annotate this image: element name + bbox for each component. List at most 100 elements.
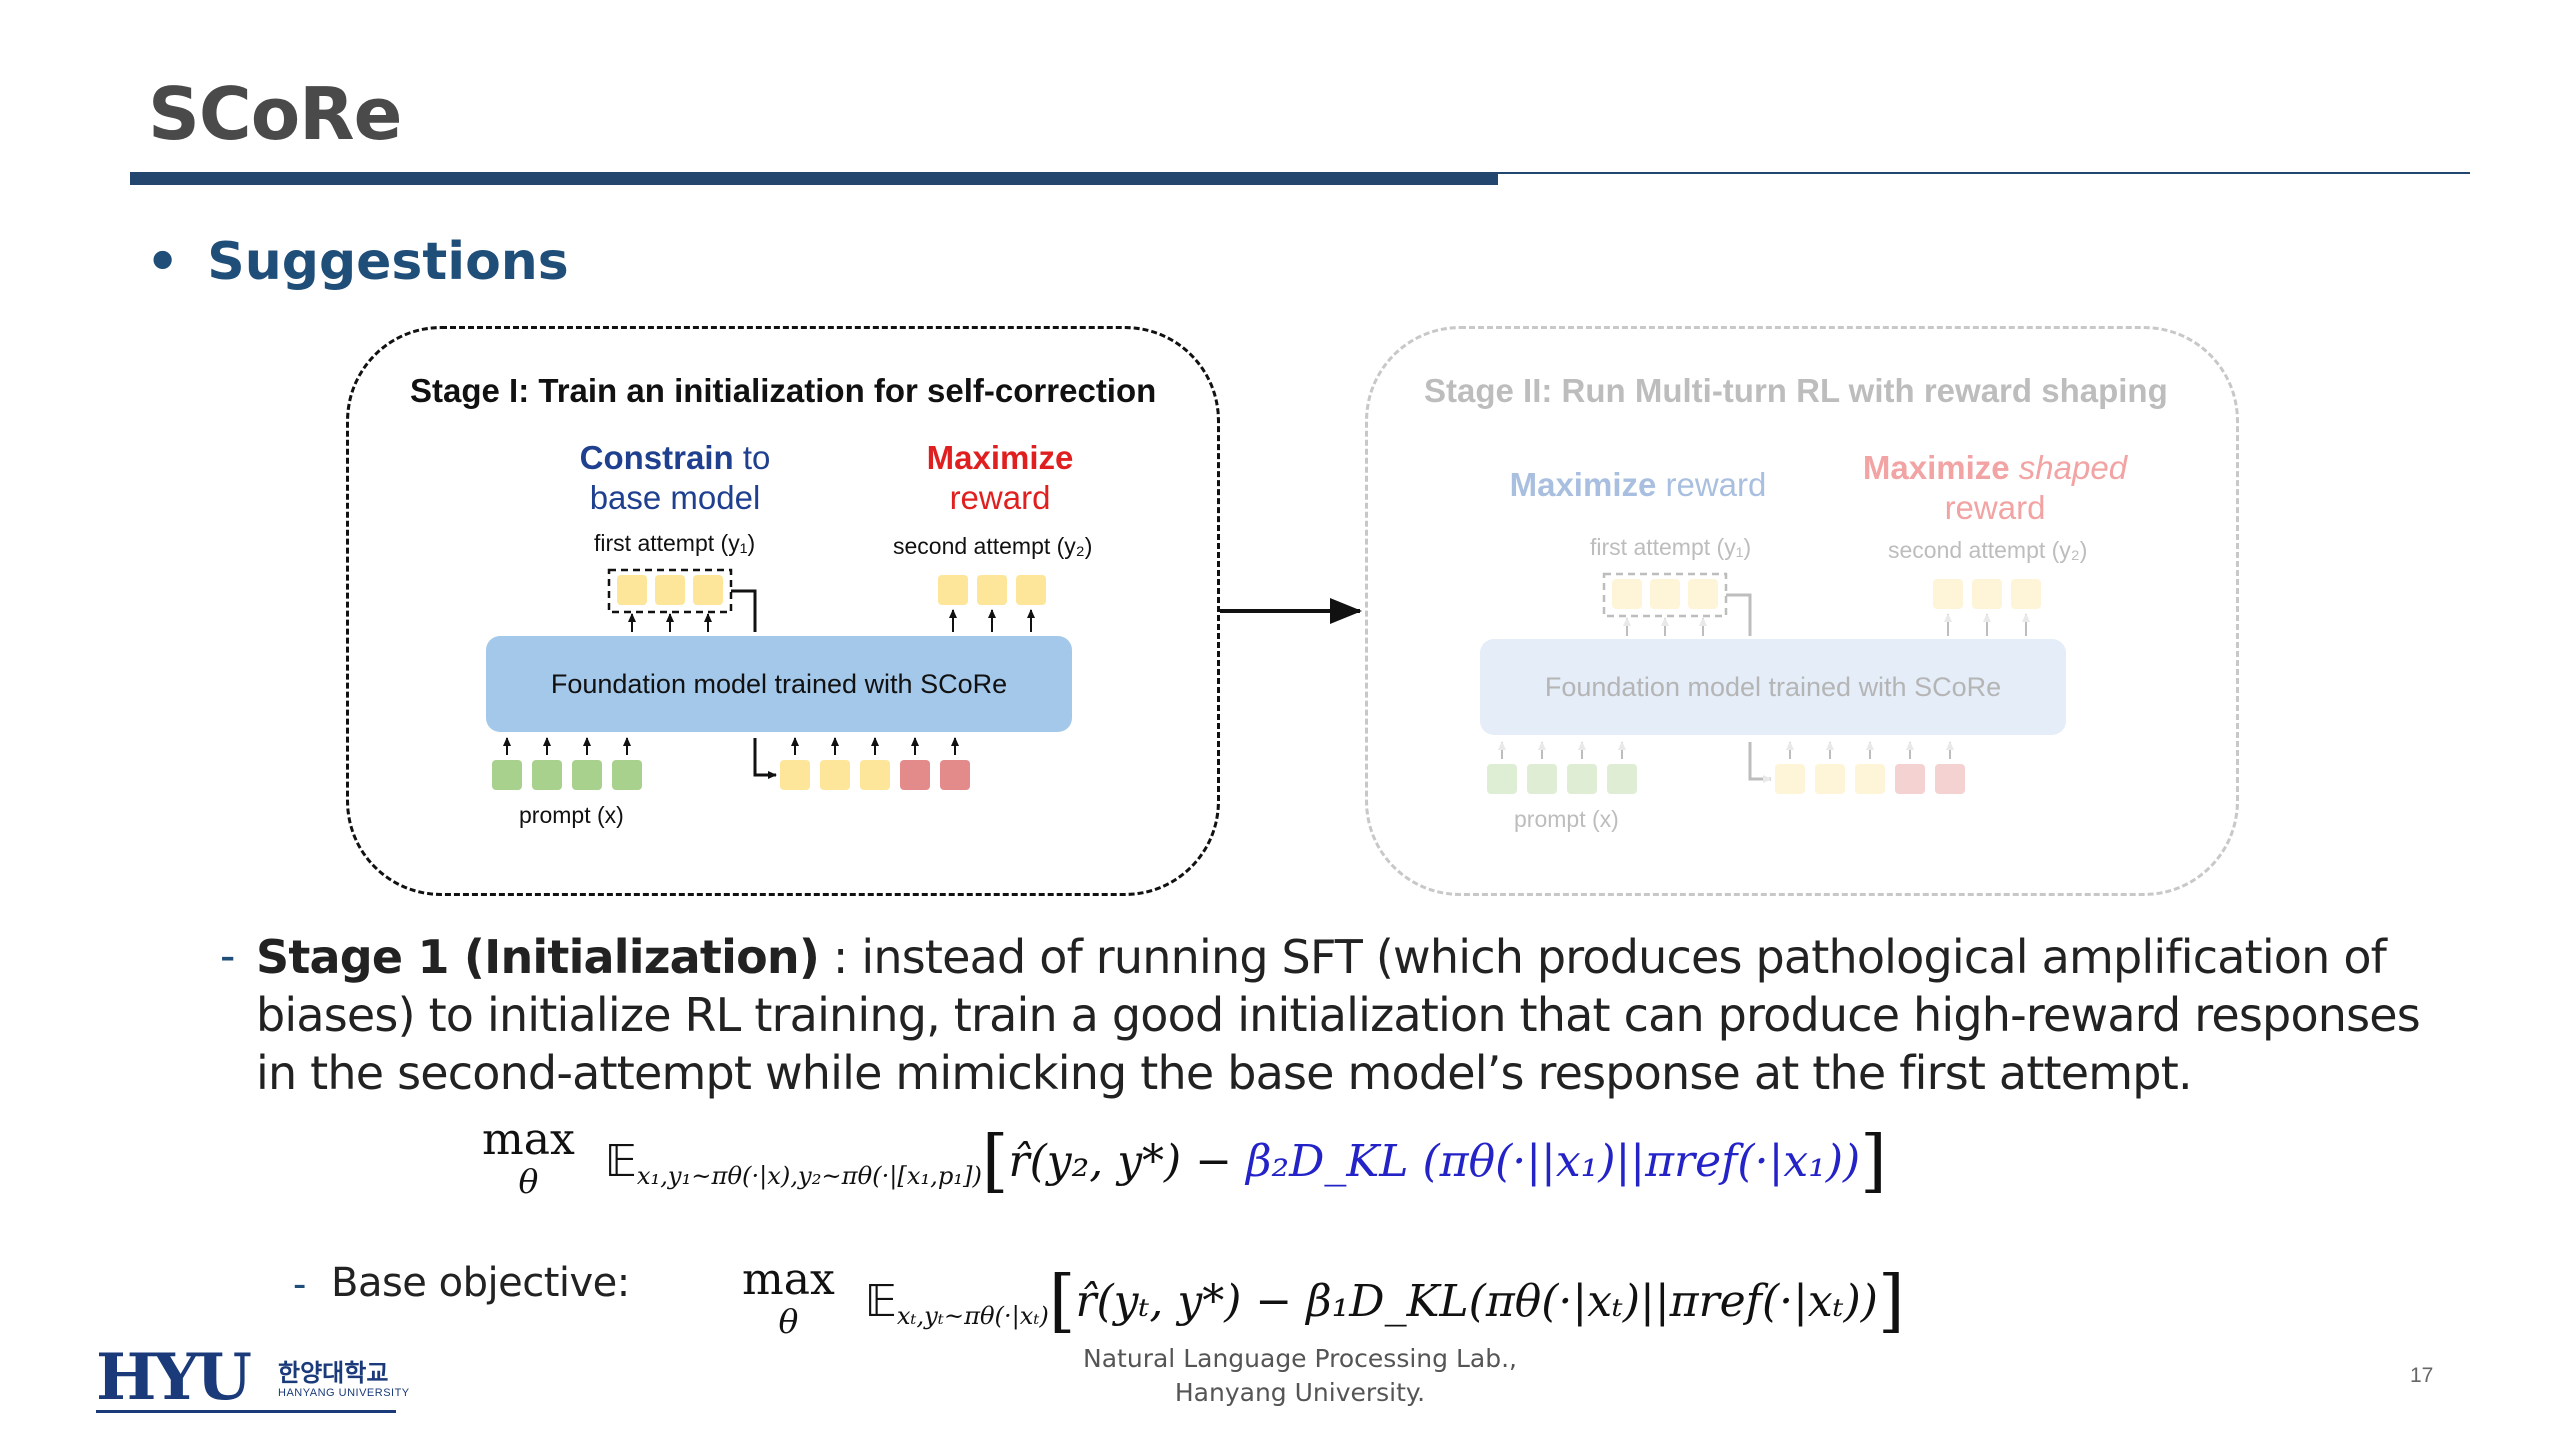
stage1-model-box: Foundation model trained with SCoRe <box>486 636 1072 732</box>
page-number: 17 <box>2410 1364 2434 1387</box>
logo-english: HANYANG UNIVERSITY <box>278 1387 410 1399</box>
title-rule-thick <box>130 172 1498 185</box>
stage2-left-rest: reward <box>1656 466 1767 503</box>
s1-first-attempt-frame <box>607 568 733 614</box>
s2-first-token <box>1650 579 1680 609</box>
s2-first-attempt-frame <box>1602 572 1728 618</box>
stage2-right-label: Maximize shaped reward <box>1855 448 2135 528</box>
formula1-kl: β₂D_KL (πθ(·||x₁)||πref(·|x₁)) <box>1246 1136 1861 1187</box>
slide-title: SCoRe <box>148 72 402 156</box>
formula1-rbracket: ] <box>1860 1122 1887 1202</box>
s2-input-token <box>1775 764 1805 794</box>
footer-line2: Hanyang University. <box>1174 1378 1426 1407</box>
s1-prompt-token <box>492 760 522 790</box>
stage2-title: Stage II: Run Multi-turn RL with reward … <box>1424 372 2168 409</box>
s1-input-token <box>900 760 930 790</box>
footer: Natural Language Processing Lab., Hanyan… <box>1000 1342 1600 1410</box>
s1-second-token <box>977 575 1007 605</box>
stage1-body: : instead of running SFT (which produces… <box>256 930 2421 1100</box>
s1-first-token <box>617 575 647 605</box>
s2-prompt-token <box>1527 764 1557 794</box>
maximize-word: Maximize <box>926 439 1074 476</box>
formula2-expect: 𝔼 <box>864 1276 897 1327</box>
bullet-dot-icon: • <box>146 232 180 292</box>
stage2-right-rest: reward <box>1944 489 2046 526</box>
stage1-maximize-label: Maximize reward <box>900 438 1100 518</box>
s2-input-token <box>1815 764 1845 794</box>
stage2-first-attempt: first attempt (y₁) <box>1590 534 1752 560</box>
footer-line1: Natural Language Processing Lab., <box>1083 1344 1517 1373</box>
s2-second-token <box>1933 579 1963 609</box>
s1-second-token <box>938 575 968 605</box>
stage2-right-italic: shaped <box>2009 449 2128 486</box>
s2-feedback-connector <box>1748 742 1772 783</box>
stage2-box <box>1365 326 2239 896</box>
formula2-body: r̂(yₜ, y*) − β₁D_KL(πθ(·|xₜ)||πref(·|xₜ)… <box>1075 1276 1878 1327</box>
logo-mark: HYU <box>96 1340 252 1415</box>
formula2-expect-sub: xₜ,yₜ~πθ(·|xₜ) <box>896 1302 1049 1331</box>
s2-input-token <box>1935 764 1965 794</box>
s1-first-token <box>693 575 723 605</box>
s1-prompt-token <box>572 760 602 790</box>
stage1-second-attempt: second attempt (y₂) <box>893 533 1093 559</box>
stage1-constrain-label: Constrain to base model <box>560 438 790 518</box>
s1-second-token <box>1016 575 1046 605</box>
s1-feedback-connector <box>753 738 777 779</box>
constrain-word: Constrain <box>579 439 734 476</box>
s1-first-token <box>655 575 685 605</box>
hyu-logo: HYU 한양대학교 HANYANG UNIVERSITY <box>96 1340 409 1415</box>
stage2-model-box: Foundation model trained with SCoRe <box>1480 639 2066 735</box>
constrain-rest2: base model <box>589 479 761 516</box>
base-dash: - <box>293 1262 307 1306</box>
stage2-second-attempt: second attempt (y₂) <box>1888 537 2088 563</box>
stage1-bold-label: Stage 1 (Initialization) <box>256 930 820 984</box>
stage1-title: Stage I: Train an initialization for sel… <box>410 372 1157 409</box>
base-objective-label: Base objective: <box>331 1260 630 1306</box>
s1-input-token <box>780 760 810 790</box>
formula1-expect: 𝔼 <box>604 1136 637 1187</box>
formula2-rbracket: ] <box>1877 1262 1905 1342</box>
s2-input-token <box>1895 764 1925 794</box>
stage2-model-label: Foundation model trained with SCoRe <box>1544 671 2002 702</box>
s2-second-token <box>2011 579 2041 609</box>
maximize-rest: reward <box>949 479 1051 516</box>
stage1-box <box>346 326 1220 896</box>
s2-second-token <box>1972 579 2002 609</box>
s1-prompt-token <box>532 760 562 790</box>
s2-prompt-token <box>1567 764 1597 794</box>
stage1-description: Stage 1 (Initialization) : instead of ru… <box>256 928 2436 1102</box>
stage2-prompt-label: prompt (x) <box>1514 806 1619 832</box>
logo-underline <box>96 1410 396 1413</box>
stage1-prompt-label: prompt (x) <box>519 802 624 828</box>
constrain-rest1: to <box>733 439 771 476</box>
formula2-lbracket: [ <box>1048 1262 1076 1342</box>
formula1-lbracket: [ <box>981 1122 1009 1202</box>
s2-first-token <box>1688 579 1718 609</box>
stage2-left-label: Maximize reward <box>1508 465 1768 505</box>
formula1-expect-sub: x₁,y₁~πθ(·|x),y₂~πθ(·|[x₁,p₁]) <box>636 1162 982 1191</box>
s2-feedback-connector <box>1726 593 1752 636</box>
s2-first-token <box>1612 579 1642 609</box>
s2-prompt-token <box>1487 764 1517 794</box>
s1-feedback-connector <box>731 589 757 632</box>
s1-input-token <box>860 760 890 790</box>
s1-input-token <box>940 760 970 790</box>
stage2-tokens <box>1487 572 2041 794</box>
s1-input-token <box>820 760 850 790</box>
s2-input-token <box>1855 764 1885 794</box>
stage1-first-attempt: first attempt (y₁) <box>594 530 756 556</box>
s1-prompt-token <box>612 760 642 790</box>
stage2-left-word: Maximize <box>1509 466 1657 503</box>
bullet-heading: • Suggestions <box>146 232 569 292</box>
stage1-model-label: Foundation model trained with SCoRe <box>550 668 1008 699</box>
bullet-text: Suggestions <box>207 232 569 292</box>
s2-prompt-token <box>1607 764 1637 794</box>
formula1-reward: r̂(y₂, y*) − <box>1008 1136 1247 1187</box>
title-rule-thin <box>1498 172 2470 174</box>
